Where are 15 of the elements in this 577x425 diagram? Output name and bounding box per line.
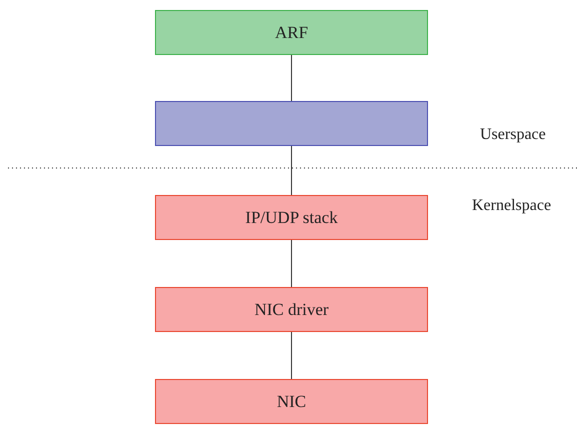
layer-box bbox=[155, 287, 428, 332]
layer-box bbox=[155, 10, 428, 55]
connector-line bbox=[291, 332, 292, 380]
layer-label: NIC bbox=[276, 392, 306, 412]
layer-box bbox=[155, 195, 428, 240]
layer-label: IP/UDP stack bbox=[245, 208, 338, 228]
connector-line bbox=[291, 146, 292, 196]
layer-box bbox=[155, 379, 428, 424]
connector-line bbox=[291, 240, 292, 288]
space-label: Kernelspace bbox=[472, 197, 552, 215]
layer-box bbox=[155, 101, 428, 146]
layer-label: NIC driver bbox=[254, 300, 329, 320]
layer-label: ARF bbox=[274, 22, 308, 42]
space-label: Userspace bbox=[480, 126, 546, 144]
connector-line bbox=[291, 54, 292, 102]
